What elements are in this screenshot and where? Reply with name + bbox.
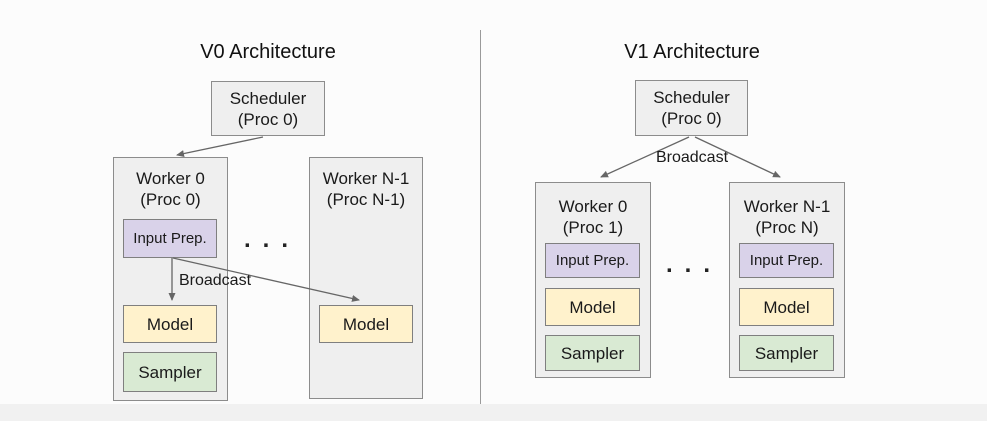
v1-workerN-input-prep-box: Input Prep. [739,243,834,278]
v0-worker0-title: Worker 0 (Proc 0) [114,158,227,210]
v1-worker0-model-box: Model [545,288,640,326]
v0-worker0-line1: Worker 0 [136,169,205,188]
v0-worker0-input-prep-label: Input Prep. [133,230,207,247]
v1-worker0-model-label: Model [569,297,616,317]
v1-worker0-box: Worker 0 (Proc 1) Input Prep. Model Samp… [535,182,651,378]
v1-workerN-box: Worker N-1 (Proc N) Input Prep. Model Sa… [729,182,845,378]
v1-scheduler-box: Scheduler (Proc 0) [635,80,748,136]
v1-scheduler-line1: Scheduler [653,88,730,107]
v1-ellipsis: ... [666,251,723,278]
v1-workerN-line1: Worker N-1 [743,197,831,216]
v1-worker0-line1: Worker 0 [558,197,628,216]
v0-workerN-line2: (Proc N-1) [326,190,406,209]
v0-worker0-sampler-label: Sampler [138,362,202,382]
v1-workerN-model-label: Model [763,297,810,317]
v1-workerN-sampler-box: Sampler [739,335,834,371]
v0-workerN-model-label: Model [342,314,390,334]
v0-scheduler-line1: Scheduler [229,88,307,108]
v1-broadcast-label: Broadcast [655,149,729,166]
v1-workerN-title: Worker N-1 (Proc N) [730,183,844,238]
v0-broadcast-label: Broadcast [178,272,252,289]
v1-worker0-title: Worker 0 (Proc 1) [536,183,650,238]
v1-workerN-line2: (Proc N) [755,218,819,237]
v1-title: V1 Architecture [624,41,760,63]
v0-scheduler-line2: (Proc 0) [237,109,299,129]
v1-scheduler-line2: (Proc 0) [661,109,722,128]
v1-worker0-sampler-label: Sampler [560,343,625,363]
v0-ellipsis: ... [244,226,301,253]
v0-scheduler-to-worker0-arrow [176,136,264,157]
v0-worker0-line2: (Proc 0) [140,190,201,209]
bottom-band [0,404,987,421]
v0-worker0-box: Worker 0 (Proc 0) Input Prep. Model Samp… [113,157,228,401]
v0-workerN-model-box: Model [319,305,413,343]
v1-workerN-model-box: Model [739,288,834,326]
v0-scheduler-box: Scheduler (Proc 0) [211,81,325,136]
v0-worker0-model-box: Model [123,305,217,343]
v0-workerN-box: Worker N-1 (Proc N-1) Model [309,157,423,399]
v1-workerN-sampler-label: Sampler [754,343,819,363]
v0-worker0-sampler-box: Sampler [123,352,217,392]
v1-worker0-line2: (Proc 1) [562,218,624,237]
v1-worker0-sampler-box: Sampler [545,335,640,371]
v0-title: V0 Architecture [200,41,336,63]
v0-worker0-model-label: Model [146,314,194,334]
v0-worker0-input-prep-box: Input Prep. [123,219,217,258]
v1-workerN-input-prep-label: Input Prep. [749,252,824,269]
panel-divider [480,30,481,404]
v0-workerN-line1: Worker N-1 [322,169,410,188]
v1-worker0-input-prep-box: Input Prep. [545,243,640,278]
v1-worker0-input-prep-label: Input Prep. [555,252,630,269]
v0-workerN-title: Worker N-1 (Proc N-1) [310,158,422,210]
